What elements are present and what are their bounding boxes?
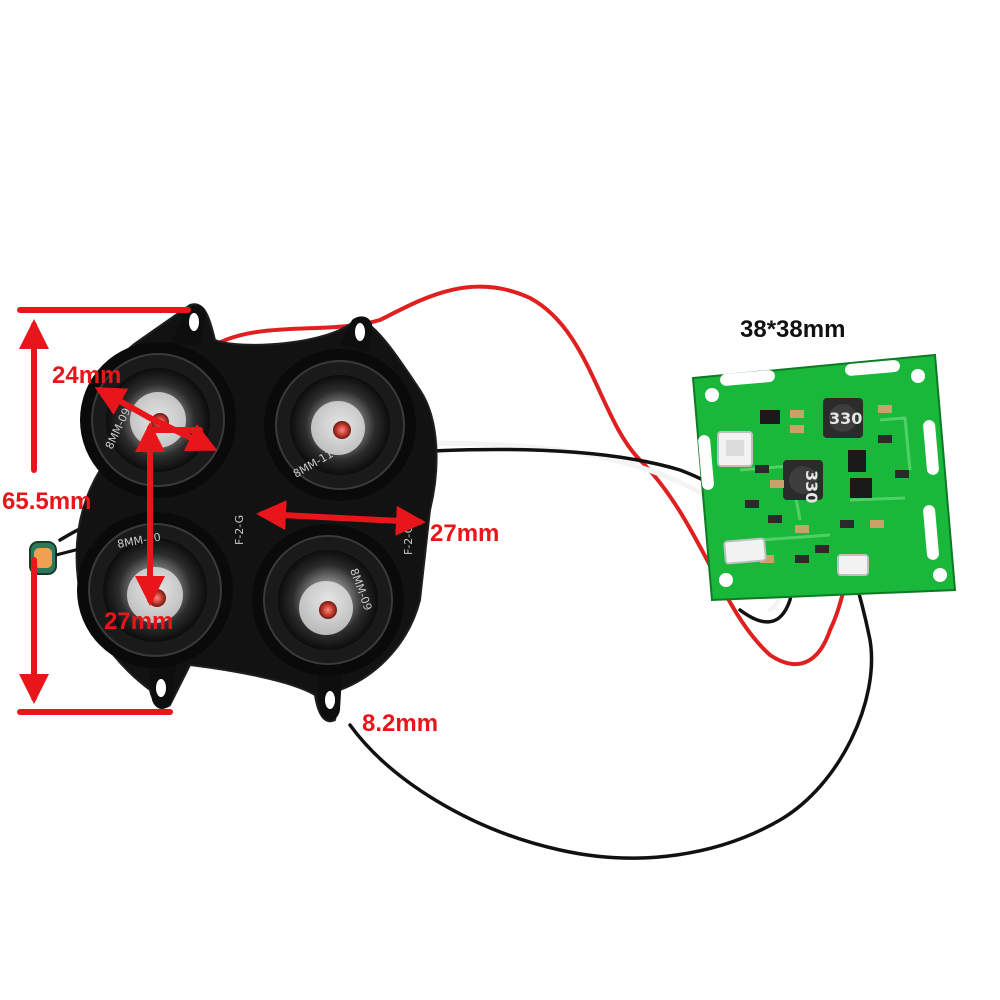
ic-chip <box>850 478 872 498</box>
connector-input <box>717 431 753 467</box>
inductor-bottom: 330 <box>783 460 823 503</box>
lens-bottom-left: 8MM-10 <box>77 512 233 668</box>
board-size-label: 38*38mm <box>740 316 846 343</box>
ic-chip <box>848 450 866 472</box>
wire-red <box>213 284 852 667</box>
height-total-label: 65.5mm <box>2 488 92 515</box>
spacing-vertical-label: 27mm <box>104 608 174 635</box>
lens-bottom-right: 8MM-09 <box>252 524 404 676</box>
inductor-marking: 330 <box>802 470 821 503</box>
lens-diameter-label: 24mm <box>52 362 122 389</box>
ic-chip <box>760 410 780 424</box>
connector-output <box>837 554 869 576</box>
mount-hole-label: 8.2mm <box>362 710 439 737</box>
dimension-arrows <box>17 307 426 715</box>
pcb-marking-right: F-2-G <box>402 525 415 555</box>
spacing-horizontal-label: 27mm <box>430 520 500 547</box>
inductor-marking: 330 <box>829 409 862 428</box>
pcb-marking-left: F-2-G <box>233 515 246 545</box>
driver-board: 330 330 <box>691 353 957 602</box>
lens-top-right: 8MM-11 <box>264 349 416 501</box>
inductor-top: 330 <box>823 398 863 438</box>
